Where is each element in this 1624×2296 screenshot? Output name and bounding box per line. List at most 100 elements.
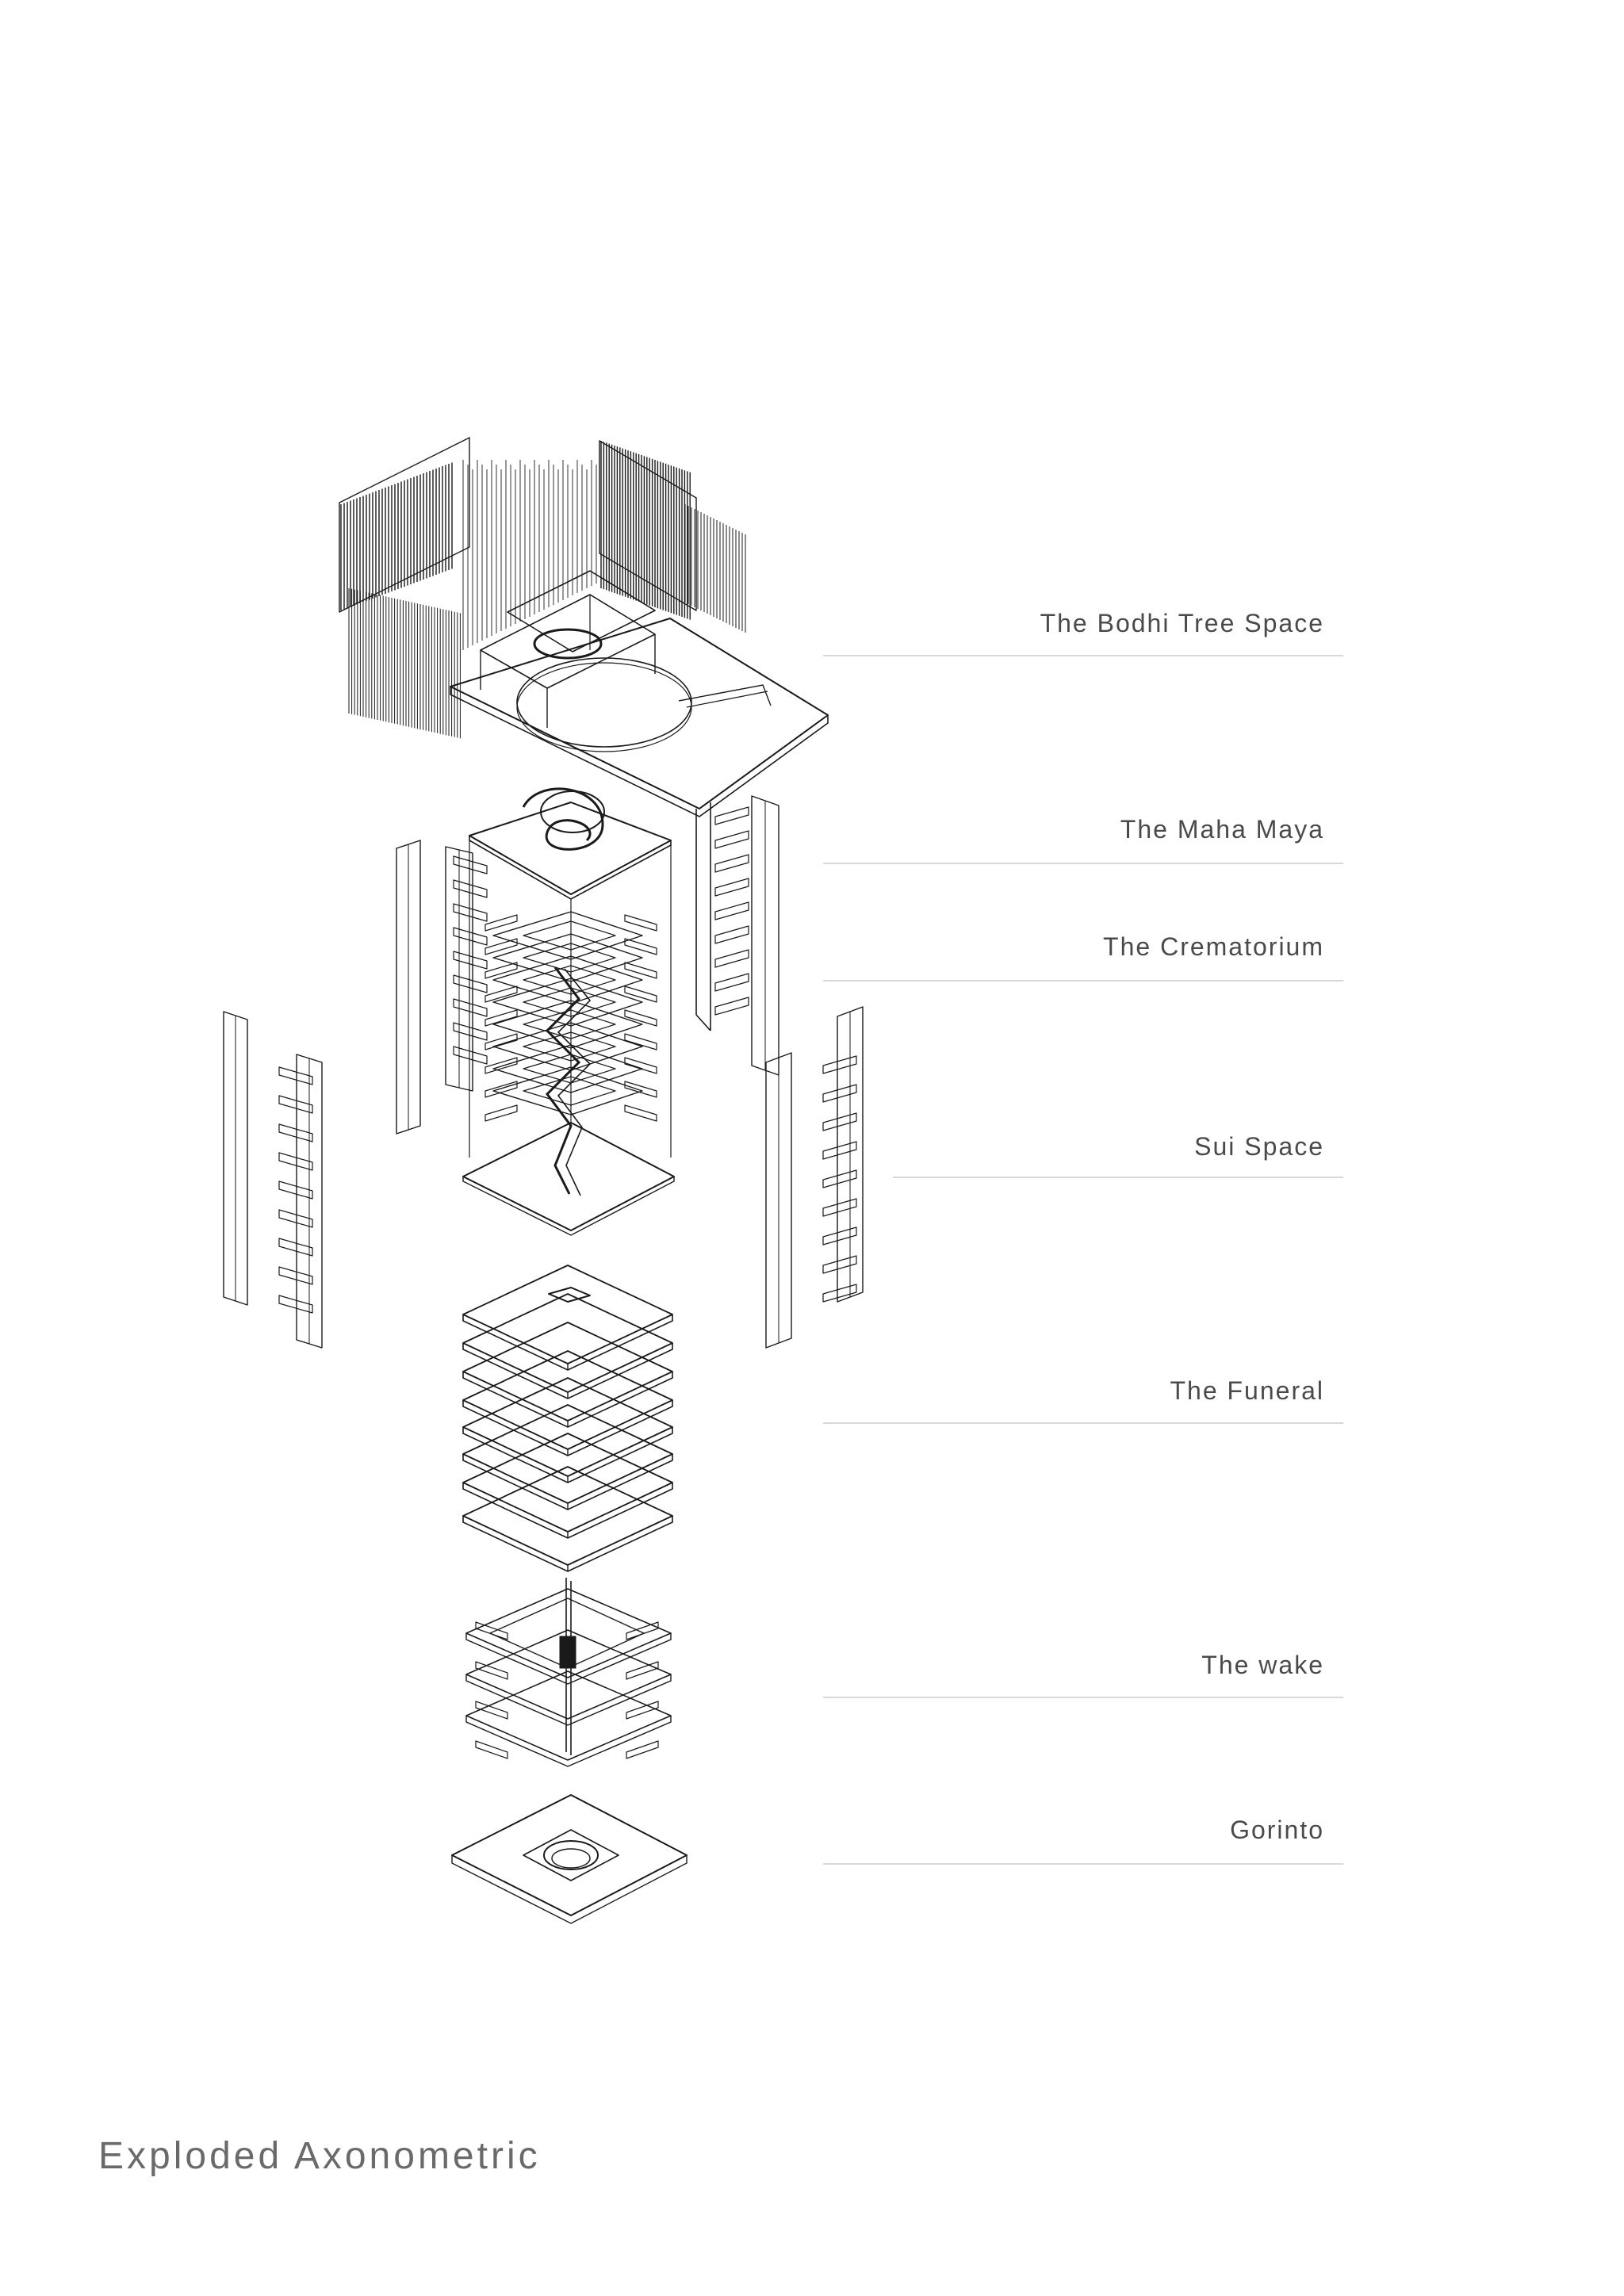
crematorium-blade [624, 914, 657, 932]
wake-blade [475, 1621, 508, 1640]
wake-core-block [559, 1636, 576, 1669]
crematorium-blade [624, 1104, 657, 1122]
rule-crematorium [823, 980, 1343, 982]
wall-blade-right-upper [714, 830, 749, 849]
wall-blade-mid-left [453, 927, 488, 946]
crematorium-blade [624, 1081, 657, 1098]
gorinto-ring-inner [551, 1848, 591, 1869]
crematorium-assembly [485, 911, 657, 1196]
wall-blade-left [278, 1295, 313, 1314]
wall-panel-mid-left-inner [445, 846, 473, 1092]
funeral-slab [462, 1350, 673, 1456]
wall-blade-right-upper [714, 806, 749, 825]
wake-slab-edge [465, 1716, 672, 1767]
wall-blade-left [278, 1095, 313, 1114]
maha-maya-slab [469, 787, 672, 1158]
glass-cube-roof [507, 570, 656, 652]
wake-blade [475, 1661, 508, 1680]
wall-blade-left [278, 1266, 313, 1285]
wake-blade [475, 1701, 508, 1720]
wake-slab-edge [465, 1633, 672, 1685]
gorinto-inner [523, 1829, 619, 1881]
funeral-slab [462, 1293, 673, 1399]
sui-space-slab-edge [462, 1177, 675, 1236]
wall-panel-left-outer [223, 1011, 248, 1306]
crematorium-frame [492, 1022, 643, 1071]
slab-edge [462, 1516, 673, 1572]
bodhi-tree-ring [533, 628, 603, 660]
wall-blade-mid-left [453, 998, 488, 1017]
wall-blade-mid-left [453, 879, 488, 898]
wall-blade-right-upper [714, 854, 749, 873]
bodhi-disc-edge [516, 662, 692, 752]
slab-edge [462, 1400, 673, 1456]
bodhi-ramp-line [686, 691, 768, 708]
crematorium-blade [624, 985, 657, 1003]
wake-blade [626, 1740, 659, 1759]
wall-blade-mid-left [453, 951, 488, 970]
wall-blade-left [278, 1066, 313, 1085]
wall-blade-right-lower [822, 1112, 857, 1131]
bodhi-disc [516, 657, 692, 748]
maha-maya-ribbon [522, 787, 604, 851]
crematorium-blade [485, 962, 518, 979]
funeral-slab [462, 1265, 673, 1371]
gorinto-base-top [451, 1794, 688, 1916]
wall-blade-right-upper [714, 997, 749, 1016]
bodhi-column [695, 1014, 711, 1031]
wake-blade [626, 1621, 659, 1640]
crematorium-inner [523, 965, 616, 995]
gorinto-base [451, 1794, 688, 1924]
wall-blade-mid-left [453, 974, 488, 993]
fin-bank-outline [339, 437, 470, 613]
wall-blade-right-lower [822, 1284, 857, 1303]
rule-funeral [823, 1422, 1343, 1424]
wake-blade [475, 1740, 508, 1759]
crematorium-frame [492, 911, 643, 960]
wall-blade-right-lower [822, 1141, 857, 1160]
crematorium-blade [624, 938, 657, 955]
wall-blade-right-lower [822, 1169, 857, 1188]
crematorium-inner [523, 920, 616, 951]
funeral-slab [462, 1433, 673, 1539]
crematorium-blade [485, 1033, 518, 1050]
wall-blade-right-lower [822, 1055, 857, 1074]
wall-blade-right-upper [714, 973, 749, 992]
wall-panel-left [296, 1054, 323, 1349]
rule-wake [823, 1697, 1343, 1698]
gorinto-base-edge [451, 1855, 688, 1924]
crematorium-blade [485, 1009, 518, 1027]
exploded-wall-panels [223, 795, 864, 1349]
wall-panel-right-lower-outer [837, 1006, 864, 1303]
wall-blade-mid-left [453, 855, 488, 874]
wall-blade-left [278, 1152, 313, 1171]
bodhi-platform-edge [450, 687, 829, 817]
wall-blade-right-lower [822, 1084, 857, 1103]
wall-blade-left [278, 1123, 313, 1142]
wall-panel-right-lower [765, 1052, 792, 1349]
rule-gorinto [823, 1863, 1343, 1865]
wall-blade-left [278, 1209, 313, 1228]
funeral-slab [462, 1322, 673, 1428]
fin-bank-outline [599, 440, 697, 611]
slab-top [462, 1265, 673, 1364]
sui-space-slab [462, 1122, 675, 1231]
wall-blade-mid-left [453, 1022, 488, 1041]
crematorium-blade [485, 1057, 518, 1074]
crematorium-inner [523, 1031, 616, 1062]
wall-blade-mid-left [453, 903, 488, 922]
bodhi-platform-top [450, 618, 829, 809]
bodhi-ramp [678, 684, 772, 706]
crematorium-inner [523, 943, 616, 973]
wake-blade [626, 1701, 659, 1720]
wall-blade-mid-left [453, 1046, 488, 1065]
rule-maha-maya [823, 863, 1343, 864]
bodhi-tree-space-assembly [339, 437, 829, 1031]
funeral-slab [462, 1404, 673, 1510]
label-crematorium: The Crematorium [1103, 932, 1324, 961]
crematorium-blade [624, 962, 657, 979]
crematorium-blade [624, 1033, 657, 1050]
label-gorinto: Gorinto [1230, 1816, 1324, 1844]
wall-panel-mid-left [396, 840, 421, 1135]
crematorium-blade [485, 1081, 518, 1098]
